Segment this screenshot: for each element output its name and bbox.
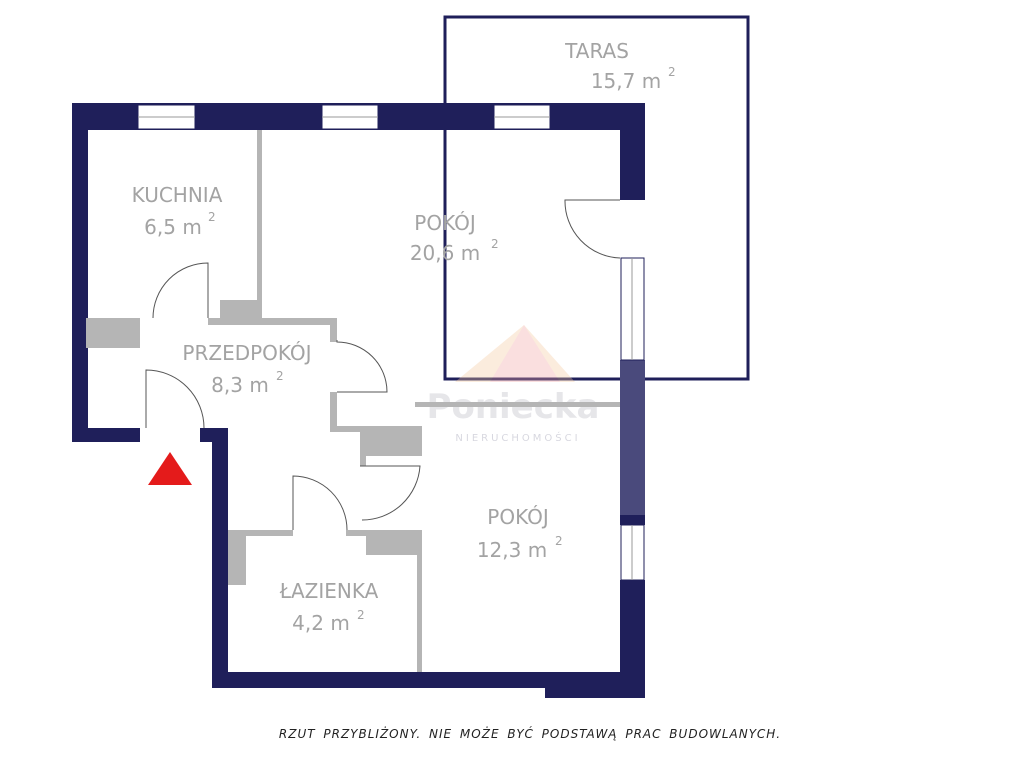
room-area-pokoj-small: 12,3 m — [477, 538, 547, 562]
room-area-przedpokoj: 8,3 m — [211, 373, 269, 397]
entrance-marker-icon — [148, 452, 192, 485]
room-area-taras: 15,7 m — [591, 69, 661, 93]
sup: 2 — [555, 534, 563, 548]
sup: 2 — [208, 210, 216, 224]
windows — [137, 104, 645, 581]
room-name-lazienka: ŁAZIENKA — [279, 579, 379, 603]
room-area-kuchnia: 6,5 m — [144, 215, 202, 239]
watermark-logo: Poniecka NIERUCHOMOŚCI — [427, 325, 599, 444]
room-name-kuchnia: KUCHNIA — [132, 183, 223, 207]
outer-walls — [72, 103, 645, 698]
room-name-przedpokoj: PRZEDPOKÓJ — [182, 341, 311, 365]
sup: 2 — [276, 369, 284, 383]
sup: 2 — [491, 237, 499, 251]
watermark-sub: NIERUCHOMOŚCI — [455, 431, 580, 444]
room-area-pokoj-large: 20,6 m — [410, 241, 480, 265]
room-area-lazienka: 4,2 m — [292, 611, 350, 635]
footer-note: RZUT PRZYBLIŻONY. NIE MOŻE BYĆ PODSTAWĄ … — [278, 727, 782, 741]
interior-walls — [86, 130, 620, 672]
sup: 2 — [357, 608, 365, 622]
terrace-outline — [443, 15, 750, 381]
sup: 2 — [668, 65, 676, 79]
room-name-pokoj-small: POKÓJ — [487, 505, 548, 529]
room-name-pokoj-large: POKÓJ — [414, 211, 475, 235]
room-name-taras: TARAS — [564, 39, 629, 63]
doors — [145, 199, 621, 531]
